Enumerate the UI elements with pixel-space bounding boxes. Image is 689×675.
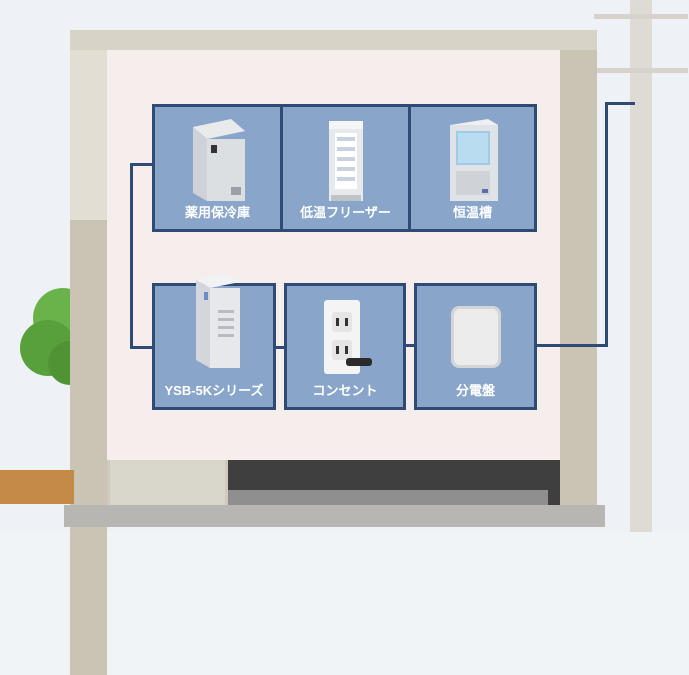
battery-unit-icon bbox=[196, 274, 240, 368]
connector bbox=[404, 344, 416, 347]
pole-crossarm bbox=[596, 68, 688, 73]
utility-pole bbox=[630, 0, 652, 532]
outlet-icon bbox=[324, 300, 372, 374]
node-outlet: コンセント bbox=[284, 283, 406, 410]
incubator-icon bbox=[449, 119, 498, 201]
node-panel: 分電盤 bbox=[414, 283, 537, 410]
connector bbox=[274, 346, 286, 349]
connector bbox=[130, 346, 154, 349]
ground bbox=[64, 505, 605, 527]
building-right-column bbox=[560, 50, 597, 505]
building-roof bbox=[70, 30, 597, 50]
node-label: コンセント bbox=[312, 383, 378, 398]
node-label: 低温フリーザー bbox=[300, 205, 391, 220]
node-medicine-fridge: 薬用保冷庫 bbox=[152, 104, 283, 232]
node-label: YSB-5Kシリーズ bbox=[164, 383, 264, 398]
refrigerator-icon bbox=[192, 119, 245, 201]
pole-crossarm bbox=[594, 14, 688, 19]
node-freezer: 低温フリーザー bbox=[280, 104, 411, 232]
node-incubator: 恒温槽 bbox=[408, 104, 537, 232]
building-left-column bbox=[70, 220, 107, 675]
entrance bbox=[110, 460, 225, 505]
connector bbox=[605, 102, 608, 347]
connector bbox=[132, 163, 154, 166]
connector bbox=[605, 102, 635, 105]
building-side bbox=[70, 50, 107, 220]
node-label: 分電盤 bbox=[455, 383, 495, 398]
node-label: 恒温槽 bbox=[452, 205, 492, 220]
node-ysb: YSB-5Kシリーズ bbox=[152, 274, 276, 410]
connector bbox=[130, 163, 133, 349]
connector bbox=[534, 344, 608, 347]
distribution-panel-icon bbox=[450, 306, 501, 368]
wooden-deck bbox=[0, 470, 74, 504]
garage-floor bbox=[228, 490, 548, 505]
node-label: 薬用保冷庫 bbox=[184, 205, 250, 220]
freezer-icon bbox=[328, 121, 363, 201]
